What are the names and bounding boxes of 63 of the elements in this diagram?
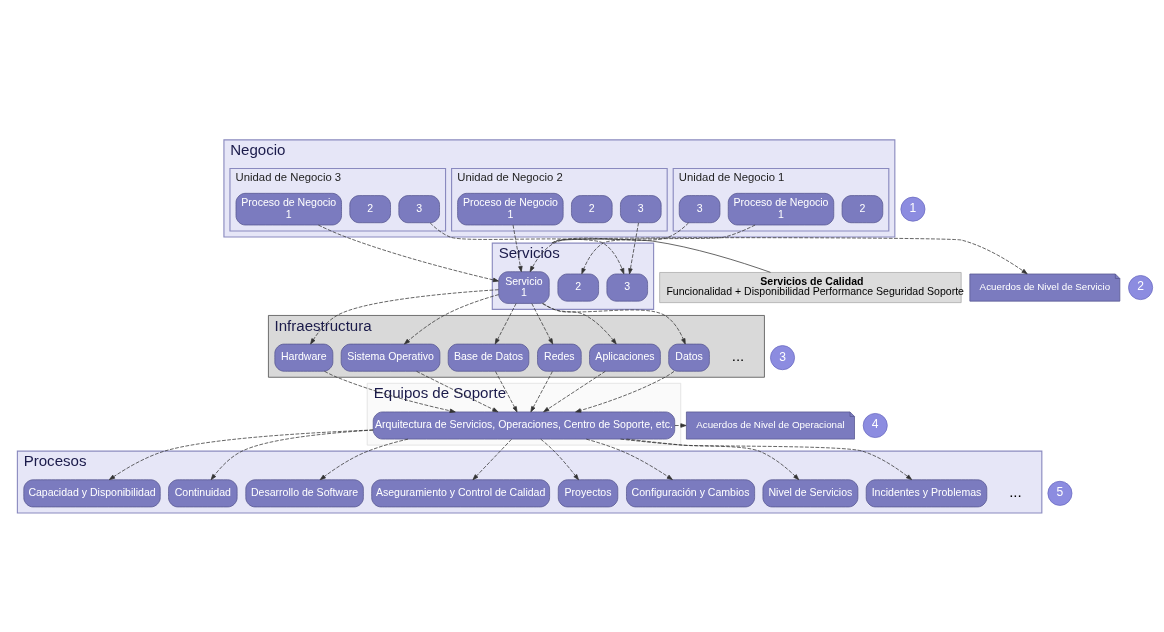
node-box: Servicio 1 xyxy=(498,270,550,304)
node-box: Aseguramiento y Control de Calidad xyxy=(371,478,550,507)
arrow xyxy=(530,370,553,412)
node-circle: 1 xyxy=(900,196,926,222)
arrow xyxy=(540,438,579,480)
node-box: 3 xyxy=(606,273,648,301)
arrow xyxy=(626,438,800,480)
arrow xyxy=(404,293,499,344)
arrow xyxy=(543,370,606,412)
node-circle: 4 xyxy=(862,412,888,438)
node-box: Configuración y Cambios xyxy=(626,478,755,507)
label: ... xyxy=(1009,482,1022,500)
node-box: Datos xyxy=(668,343,710,372)
node-box: 2 xyxy=(349,194,391,223)
arrow xyxy=(585,438,673,480)
arrow xyxy=(429,222,625,274)
arrow xyxy=(541,302,686,344)
node-circle: 2 xyxy=(1128,274,1153,300)
label: ... xyxy=(731,346,745,364)
node-box: 2 xyxy=(557,273,599,301)
node-circle: 3 xyxy=(770,344,795,370)
node-box: Proyectos xyxy=(557,478,619,507)
arrow xyxy=(310,288,499,344)
node-box: Proceso de Negocio 1 xyxy=(727,192,835,225)
node-box: Base de Datos xyxy=(447,343,530,372)
node-box: Nivel de Servicios xyxy=(762,478,859,507)
node-box: Hardware xyxy=(274,343,334,372)
arrow xyxy=(472,438,512,480)
arrow xyxy=(416,370,499,412)
arrow xyxy=(512,224,523,272)
node-box: Aplicaciones xyxy=(589,343,661,372)
arrow xyxy=(620,438,913,480)
arrow xyxy=(674,422,687,428)
arrow xyxy=(210,429,374,480)
node-box: Arquitectura de Servicios, Operaciones, Centro de Soporte, etc. xyxy=(372,411,676,439)
arrow xyxy=(319,438,409,480)
node-circle: 5 xyxy=(1047,480,1073,506)
arrow xyxy=(318,224,499,282)
node-box: Incidentes y Problemas xyxy=(865,478,988,507)
node-box: Capacidad y Disponibilidad xyxy=(23,478,161,507)
arrow xyxy=(575,370,675,413)
node-box: Redes xyxy=(537,343,582,372)
node-box: Continuidad xyxy=(168,478,238,507)
arrow xyxy=(551,236,1028,274)
node-box: Proceso de Negocio 1 xyxy=(457,192,564,225)
node-box: 3 xyxy=(398,194,440,223)
node-box: 2 xyxy=(571,194,613,223)
node-box: Proceso de Negocio 1 xyxy=(235,192,342,225)
arrow xyxy=(324,370,456,413)
node-box: 3 xyxy=(678,194,721,223)
node-box: 2 xyxy=(841,194,884,223)
node-box: Desarrollo de Software xyxy=(245,478,364,507)
arrow xyxy=(495,370,518,412)
arrow xyxy=(531,302,554,344)
arrow xyxy=(109,429,374,480)
node-box: 3 xyxy=(620,194,662,223)
node-box: Sistema Operativo xyxy=(340,343,441,372)
arrow xyxy=(494,302,517,344)
connector xyxy=(551,238,771,273)
node-box: Servicios de Calidad Funcionalidad + Disponibilidad Performance Seguridad Soporte xyxy=(659,271,962,303)
arrow xyxy=(628,222,639,274)
arrow xyxy=(581,224,756,274)
arrow xyxy=(542,302,617,344)
